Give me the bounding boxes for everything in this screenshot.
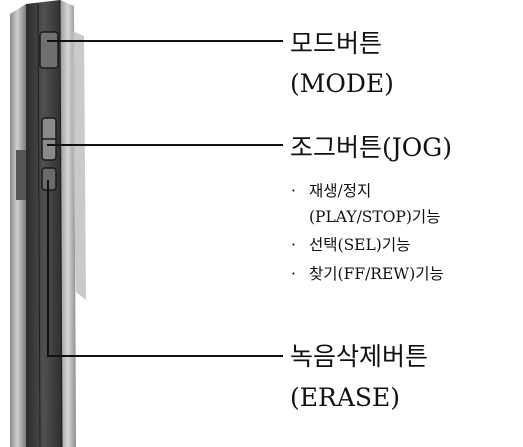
jog-function-label: 재생/정지 (309, 182, 372, 200)
mode-title: 모드버튼 (290, 29, 383, 58)
device-left-rail (10, 4, 26, 447)
jog-function-label: 찾기(FF/REW)기능 (309, 265, 444, 283)
bullet: · (291, 236, 296, 254)
jog-function-play-stop: · 재생/정지 (291, 182, 372, 200)
erase-title: 녹음삭제버튼 (290, 342, 429, 371)
side-bump (16, 150, 26, 200)
jog-function-search: · 찾기(FF/REW)기능 (291, 265, 444, 283)
jog-function-play-stop-detail: (PLAY/STOP)기능 (309, 208, 441, 226)
device-clip (70, 30, 86, 300)
erase-subtitle: (ERASE) (290, 383, 401, 412)
erase-leader-line (47, 180, 283, 357)
mode-subtitle: (MODE) (290, 69, 394, 98)
bullet: · (291, 265, 296, 283)
jog-function-select: · 선택(SEL)기능 (291, 236, 411, 254)
bullet: · (291, 182, 296, 200)
jog-function-label: 선택(SEL)기능 (309, 236, 411, 254)
device-body (26, 0, 62, 447)
jog-title: 조그버튼(JOG) (290, 133, 452, 162)
